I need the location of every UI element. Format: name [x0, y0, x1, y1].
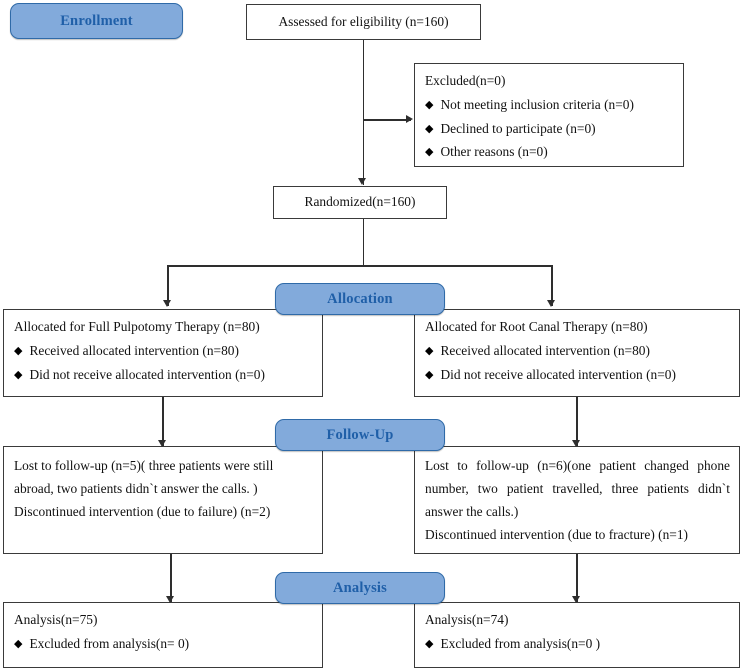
allocation-right-title: Allocated for Root Canal Therapy (n=80): [425, 319, 648, 334]
box-randomized: Randomized(n=160): [273, 186, 447, 219]
allocation-right-item-1-label: Did not receive allocated intervention (…: [440, 366, 676, 382]
stage-pill-allocation-label: Allocation: [327, 290, 393, 307]
stage-pill-enrollment: Enrollment: [10, 3, 183, 39]
stage-pill-followup: Follow-Up: [275, 419, 445, 451]
allocation-right-item-0: ◆ Received allocated intervention (n=80): [425, 341, 730, 362]
stage-pill-enrollment-label: Enrollment: [60, 12, 133, 29]
arrowhead-right-allocation: [547, 300, 555, 307]
connector-randomized-to-left-allocation: [167, 265, 169, 306]
arrowhead-left-followup: [158, 440, 166, 447]
followup-right-lost: Lost to follow-up (n=6)(one patient chan…: [425, 458, 730, 520]
connector-eligibility-to-randomized: [362, 40, 365, 185]
diamond-bullet-icon: ◆: [14, 344, 23, 357]
box-followup-right: Lost to follow-up (n=6)(one patient chan…: [414, 446, 740, 554]
box-followup-left: Lost to follow-up (n=5)( three patients …: [3, 446, 323, 554]
allocation-left-title: Allocated for Full Pulpotomy Therapy (n=…: [14, 319, 260, 334]
diamond-bullet-icon: ◆: [425, 344, 434, 357]
allocation-left-item-1: ◆ Did not receive allocated intervention…: [14, 365, 313, 386]
excluded-item-1: ◆ Declined to participate (n=0): [425, 119, 674, 140]
arrowhead-left-allocation: [163, 300, 171, 307]
analysis-left-item-0: ◆ Excluded from analysis(n= 0): [14, 634, 313, 655]
allocation-right-item-1: ◆ Did not receive allocated intervention…: [425, 365, 730, 386]
arrowhead-eligibility-to-excluded: [406, 115, 413, 123]
diamond-bullet-icon: ◆: [425, 122, 434, 135]
box-excluded: Excluded(n=0) ◆ Not meeting inclusion cr…: [414, 63, 684, 167]
diamond-bullet-icon: ◆: [14, 368, 23, 381]
diamond-bullet-icon: ◆: [14, 637, 23, 650]
diamond-bullet-icon: ◆: [425, 368, 434, 381]
box-analysis-right: Analysis(n=74) ◆ Excluded from analysis(…: [414, 602, 740, 668]
followup-left-lost: Lost to follow-up (n=5)( three patients …: [14, 458, 274, 497]
connector-right-allocation-to-followup: [576, 397, 578, 446]
analysis-right-title: Analysis(n=74): [425, 612, 509, 627]
arrowhead-right-analysis: [572, 596, 580, 603]
followup-left-discontinued: Discontinued intervention (due to failur…: [14, 504, 271, 520]
assessed-for-eligibility-text: Assessed for eligibility (n=160): [278, 13, 449, 29]
box-allocation-left: Allocated for Full Pulpotomy Therapy (n=…: [3, 309, 323, 397]
stage-pill-allocation: Allocation: [275, 283, 445, 315]
connector-randomized-to-right-allocation: [551, 265, 553, 306]
box-analysis-left: Analysis(n=75) ◆ Excluded from analysis(…: [3, 602, 323, 668]
randomized-text: Randomized(n=160): [304, 194, 416, 210]
excluded-item-0-label: Not meeting inclusion criteria (n=0): [440, 96, 634, 112]
allocation-left-item-0: ◆ Received allocated intervention (n=80): [14, 341, 313, 362]
analysis-left-item-0-label: Excluded from analysis(n= 0): [29, 635, 190, 651]
followup-right-discontinued: Discontinued intervention (due to fractu…: [425, 527, 689, 543]
diamond-bullet-icon: ◆: [425, 637, 434, 650]
connector-randomized-stem: [362, 219, 365, 266]
allocation-right-item-0-label: Received allocated intervention (n=80): [440, 342, 650, 358]
stage-pill-analysis: Analysis: [275, 572, 445, 604]
allocation-left-item-1-label: Did not receive allocated intervention (…: [29, 366, 265, 382]
stage-pill-followup-label: Follow-Up: [326, 426, 394, 443]
excluded-item-1-label: Declined to participate (n=0): [440, 120, 596, 136]
stage-pill-analysis-label: Analysis: [333, 579, 387, 596]
connector-randomized-split: [167, 265, 552, 267]
arrowhead-right-followup: [572, 440, 580, 447]
excluded-item-2-label: Other reasons (n=0): [440, 144, 548, 160]
diamond-bullet-icon: ◆: [425, 98, 434, 111]
excluded-item-0: ◆ Not meeting inclusion criteria (n=0): [425, 95, 674, 116]
connector-right-followup-to-analysis: [576, 554, 578, 602]
arrowhead-left-analysis: [166, 596, 174, 603]
connector-left-allocation-to-followup: [162, 397, 164, 446]
diamond-bullet-icon: ◆: [425, 146, 434, 159]
analysis-left-title: Analysis(n=75): [14, 612, 98, 627]
excluded-title: Excluded(n=0): [425, 73, 506, 88]
excluded-item-2: ◆ Other reasons (n=0): [425, 142, 674, 163]
allocation-left-item-0-label: Received allocated intervention (n=80): [29, 342, 239, 358]
analysis-right-item-0-label: Excluded from analysis(n=0 ): [440, 635, 601, 651]
box-allocation-right: Allocated for Root Canal Therapy (n=80) …: [414, 309, 740, 397]
connector-left-followup-to-analysis: [170, 554, 172, 602]
analysis-right-item-0: ◆ Excluded from analysis(n=0 ): [425, 634, 730, 655]
connector-eligibility-to-excluded: [362, 119, 411, 121]
box-assessed-for-eligibility: Assessed for eligibility (n=160): [246, 4, 481, 40]
arrowhead-eligibility-to-randomized: [358, 178, 366, 185]
